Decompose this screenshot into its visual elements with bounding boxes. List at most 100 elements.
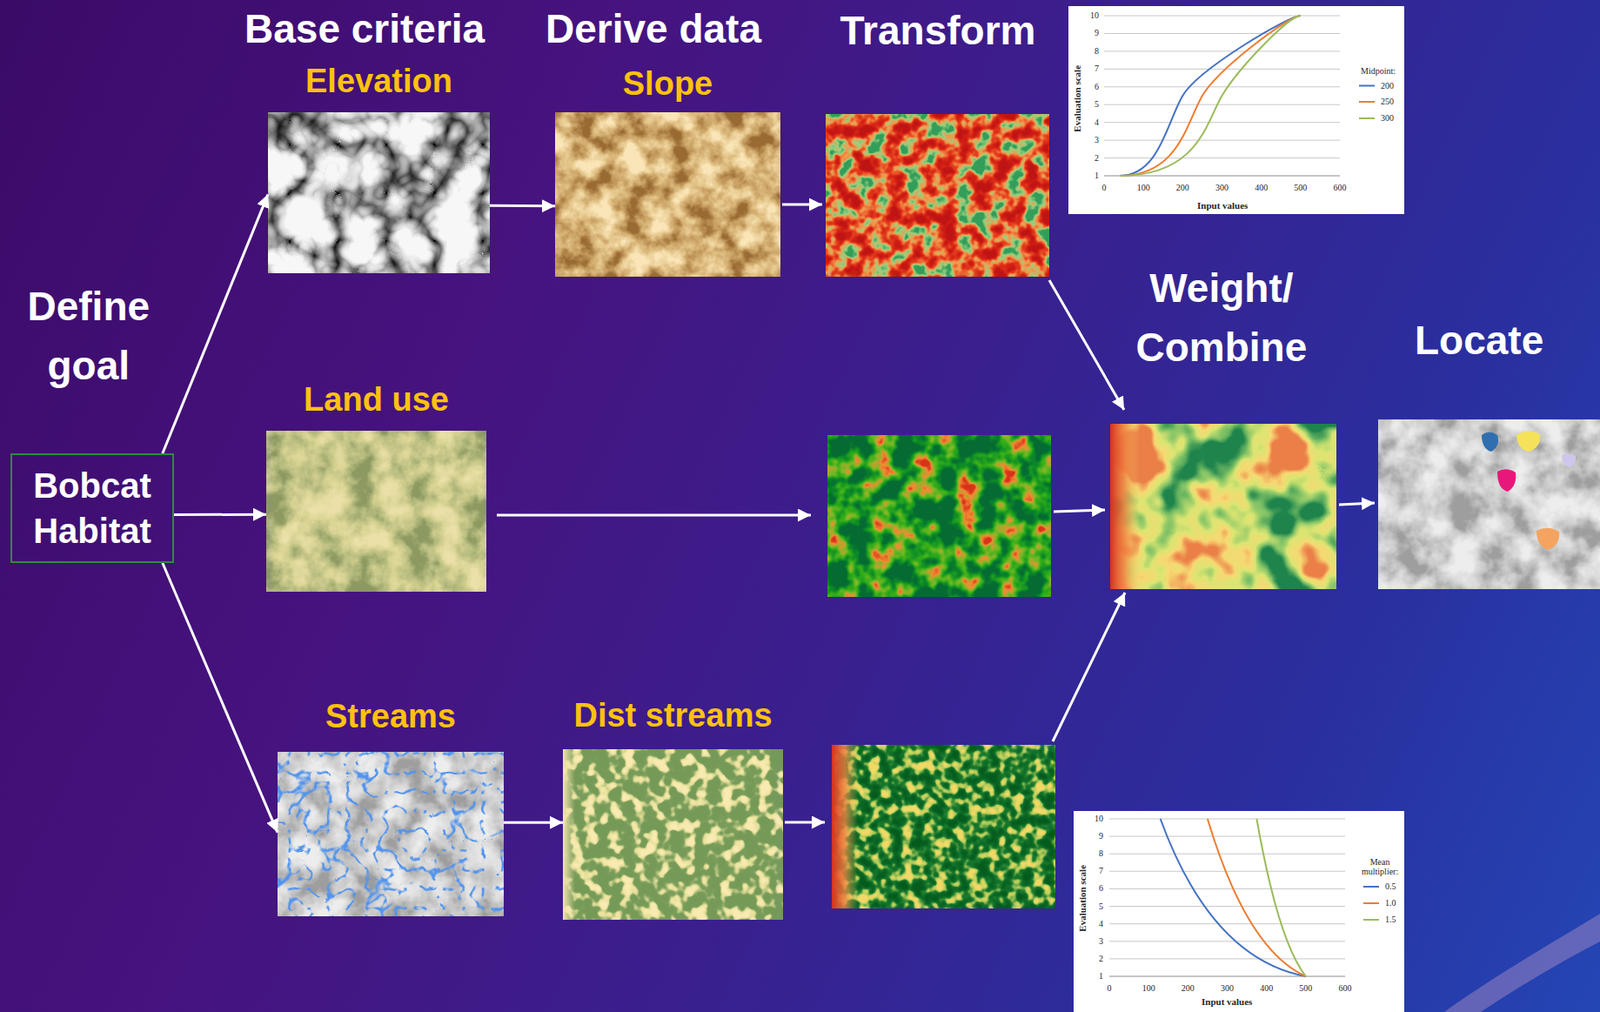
legend-title: Midpoint: — [1360, 66, 1396, 77]
axis-tick: 100 — [1142, 983, 1156, 994]
habitat-patch — [1561, 453, 1576, 468]
flow-arrow — [174, 513, 267, 516]
legend-line — [1363, 902, 1380, 904]
axis-tick: 8 — [1098, 848, 1104, 859]
step-heading: Locate — [1414, 316, 1544, 365]
flow-arrow — [162, 562, 278, 833]
axis-tick: 500 — [1293, 182, 1307, 194]
chart-panel — [1068, 6, 1405, 215]
map-heading-group: Dist streams — [573, 696, 772, 736]
axis-tick: 3 — [1098, 936, 1104, 947]
legend-text: 200 — [1380, 80, 1394, 91]
axis-tick: 3 — [1094, 134, 1099, 146]
map-edge-strip — [1110, 423, 1140, 590]
legend-text: 1.5 — [1385, 914, 1397, 924]
map-panel: Dist streams — [562, 749, 784, 920]
flow-arrow — [784, 821, 825, 824]
map-heading-group: Land use — [303, 381, 449, 420]
legend-entry: 250 — [1380, 96, 1394, 108]
map-heading: Elevation — [305, 62, 453, 101]
curve-orange — [1207, 818, 1306, 977]
curve-green — [1119, 15, 1301, 176]
axis-tick: 1 — [1098, 970, 1104, 982]
step-heading: Derive data — [545, 5, 762, 54]
legend-line — [1363, 918, 1380, 921]
axis-tick: 200 — [1176, 182, 1190, 194]
flow-arrow — [1338, 502, 1375, 505]
axis-tick: 400 — [1254, 182, 1268, 194]
map-heading-group: Streams — [325, 697, 456, 737]
chart-gridlines — [1109, 818, 1346, 959]
flow-arrow — [496, 514, 811, 517]
legend-entry: 300 — [1380, 113, 1394, 124]
step-heading: Weight/ Combine — [1136, 258, 1308, 377]
legend-line — [1363, 885, 1380, 888]
axis-tick: 8 — [1094, 46, 1099, 57]
legend-entry: 0.5 — [1385, 881, 1397, 892]
legend-line — [1358, 117, 1375, 120]
flow-arrow — [489, 204, 556, 208]
flow-arrow — [1052, 592, 1125, 742]
axis-tick: 9 — [1094, 27, 1099, 39]
legend-line — [1358, 85, 1375, 88]
legend-line — [1358, 100, 1375, 103]
axis-tick: 6 — [1098, 883, 1104, 894]
slope-map — [555, 112, 781, 277]
curve-orange — [1119, 15, 1301, 176]
axis-tick: 5 — [1094, 99, 1099, 110]
axis-tick: 0 — [1107, 983, 1112, 994]
legend-text: 250 — [1380, 96, 1394, 107]
axis-tick: 4 — [1098, 918, 1104, 930]
land-use-suitability-map — [827, 435, 1052, 597]
legend-text: 0.5 — [1385, 881, 1397, 891]
axis-tick: 4 — [1094, 117, 1099, 128]
map-panel: Slope — [555, 112, 781, 277]
flow-arrow — [503, 821, 563, 824]
legend-text: 1.0 — [1385, 897, 1397, 908]
goal-box: Bobcat Habitat — [10, 453, 175, 563]
axis-tick: 2 — [1098, 953, 1104, 965]
legend-entry: 1.0 — [1385, 897, 1397, 909]
axis-tick: 600 — [1333, 182, 1347, 194]
step-heading: Base criteria — [244, 5, 485, 54]
habitat-patch — [1516, 431, 1540, 452]
habitat-patch — [1481, 432, 1499, 453]
axis-tick: 9 — [1098, 830, 1104, 842]
chart-panel — [1073, 810, 1405, 1012]
map-edge-strip — [562, 749, 576, 920]
combined-suitability-map — [1110, 423, 1337, 590]
step-heading: Transform — [840, 6, 1037, 55]
connector-group — [162, 194, 563, 832]
map-heading: Streams — [325, 697, 456, 737]
axis-tick: 200 — [1181, 983, 1195, 994]
axis-tick: 7 — [1098, 865, 1104, 877]
chart-gridlines — [1104, 15, 1340, 159]
curve-blue — [1119, 15, 1301, 176]
axis-tick: 2 — [1094, 153, 1099, 164]
axis-tick: 7 — [1094, 63, 1099, 74]
map-heading-group: Slope — [622, 65, 713, 104]
axis-title: Input values — [1201, 996, 1252, 1008]
box-text: Bobcat Habitat — [33, 462, 152, 554]
axis-tick: 1 — [1094, 170, 1099, 181]
map-panel: Streams — [277, 751, 504, 917]
habitat-patch — [1497, 468, 1516, 492]
axis-tick: 100 — [1137, 182, 1151, 194]
legend-entry: 200 — [1380, 80, 1394, 92]
chart-axis — [1109, 976, 1346, 978]
flow-arrow — [1049, 280, 1125, 410]
flow-arrow — [1053, 509, 1105, 512]
axis-tick: 10 — [1090, 10, 1099, 21]
axis-tick: 0 — [1102, 182, 1107, 194]
axis-tick: 300 — [1220, 983, 1234, 994]
map-heading-group: Elevation — [305, 62, 453, 101]
axis-tick: 6 — [1094, 81, 1099, 93]
elevation-map — [267, 112, 490, 274]
axis-title: Evaluation scale — [1077, 863, 1089, 931]
flow-arrow — [782, 203, 823, 207]
map-edge-strip — [831, 744, 858, 909]
curve-green — [1256, 818, 1306, 977]
land-use-map — [266, 430, 487, 592]
legend-text: 300 — [1380, 113, 1394, 123]
